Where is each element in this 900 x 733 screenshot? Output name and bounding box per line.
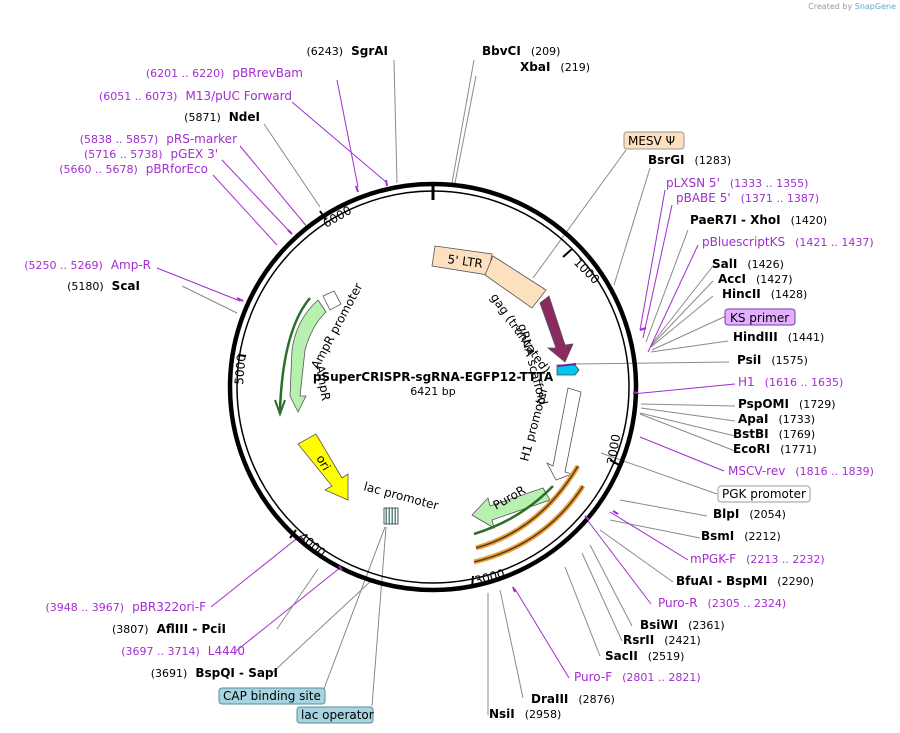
site-left-9: (3948 .. 3967)pBR322ori-F (46, 600, 207, 614)
site-right-15: BstBI(1769) (733, 427, 815, 441)
site-left-1: (6201 .. 6220)pBRrevBam (146, 66, 303, 80)
feature-5-ltr-label: 5' LTR (447, 252, 484, 271)
credit-brand: SnapGene (854, 2, 896, 11)
site-right-5: PaeR7I - XhoI(1420) (690, 213, 827, 227)
site-right-19: BsmI(2212) (701, 529, 781, 543)
site-left-5: (5716 .. 5738)pGEX 3' (84, 147, 218, 161)
tick-2000: 2000 (604, 433, 623, 466)
site-left-10: (3807)AflIII - PciI (112, 622, 226, 636)
feature-gag: gag (truncated) (484, 255, 553, 376)
site-left-12: (3691)BspQI - SapI (151, 666, 278, 680)
boxed-ks-primer: KS primer (724, 308, 796, 326)
tick-3000: 3000 (473, 566, 506, 587)
feature-ampr-promoter: AmpR promoter (308, 281, 365, 372)
primer-marks (236, 179, 647, 593)
boxed-cap-site: CAP binding site (218, 687, 326, 705)
site-right-7: SalI(1426) (712, 257, 784, 271)
boxed-ks-primer-label: KS primer (730, 311, 789, 325)
site-right-20: mPGK-F(2213 .. 2232) (690, 552, 825, 566)
site-right-22: Puro-R(2305 .. 2324) (658, 596, 786, 610)
site-right-21: BfuAI - BspMI(2290) (676, 574, 814, 588)
credit-prefix: Created by (808, 2, 853, 11)
site-right-2: BsrGI(1283) (648, 153, 731, 167)
boxed-lac-operator-label: lac operator (301, 708, 374, 722)
site-right-24: RsrII(2421) (623, 633, 701, 647)
tick-5000: 5000 (232, 354, 249, 386)
site-right-6: pBluescriptKS(1421 .. 1437) (702, 235, 874, 249)
site-right-9: HincII(1428) (722, 287, 807, 301)
site-right-26: Puro-F(2801 .. 2821) (574, 670, 701, 684)
feature-ori-label: ori (313, 453, 333, 474)
site-right-13: PspOMI(1729) (738, 397, 836, 411)
primer-lines (156, 79, 736, 679)
plasmid-name: pSuperCRISPR-sgRNA-EGFP12-TTTA (313, 370, 554, 384)
right-labels: BbvCI(209) XbaI(219) BsrGI(1283) pLXSN 5'(1… (482, 44, 874, 721)
site-left-6: (5660 .. 5678)pBRforEco (59, 162, 208, 176)
feature-ampr: AmpR (274, 297, 333, 417)
site-left-11: (3697 .. 3714)L4440 (121, 644, 245, 658)
site-left-8: (5180)ScaI (67, 279, 140, 293)
site-right-12: H1(1616 .. 1635) (738, 375, 843, 389)
site-right-18: BlpI(2054) (713, 507, 786, 521)
feature-lac-promoter: lac promoter (362, 479, 440, 525)
site-right-25: SacII(2519) (605, 649, 684, 663)
site-left-7: (5250 .. 5269)Amp-R (24, 258, 151, 272)
site-right-3: pLXSN 5'(1333 .. 1355) (666, 176, 808, 190)
snapgene-credit: Created by SnapGene (808, 2, 896, 11)
feature-ori: ori (297, 433, 349, 501)
site-right-28: NsiI(2958) (489, 707, 561, 721)
feature-ampr-promoter-label: AmpR promoter (308, 281, 365, 372)
h1-marker (556, 364, 580, 376)
site-right-11: PsiI(1575) (737, 353, 808, 367)
site-left-4: (5838 .. 5857)pRS-marker (80, 132, 237, 146)
feature-ampr-label: AmpR (313, 364, 333, 402)
boxed-mesv-label: MESV Ψ (628, 134, 675, 148)
boxed-pgk-promoter-label: PGK promoter (722, 487, 806, 501)
site-right-23: BsiWI(2361) (640, 618, 725, 632)
plasmid-size: 6421 bp (410, 385, 455, 398)
feature-5-ltr: 5' LTR (431, 245, 493, 276)
site-right-8: AccI(1427) (718, 272, 793, 286)
left-labels: (6243)SgrAI (6201 .. 6220)pBRrevBam (6051 … (24, 44, 388, 680)
site-right-16: EcoRI(1771) (733, 442, 817, 456)
site-right-14: ApaI(1733) (738, 412, 815, 426)
site-right-1: XbaI(219) (520, 60, 590, 74)
site-left-2: (6051 .. 6073)M13/pUC Forward (99, 89, 292, 103)
feature-puror: PuroR (471, 464, 586, 565)
site-right-17: MSCV-rev(1816 .. 1839) (728, 464, 874, 478)
boxed-mesv: MESV Ψ (623, 131, 685, 150)
site-left-3: (5871)NdeI (184, 110, 260, 124)
site-right-4: pBABE 5'(1371 .. 1387) (676, 191, 819, 205)
boxed-pgk-promoter: PGK promoter (717, 485, 811, 503)
site-right-27: DraIII(2876) (531, 692, 615, 706)
ks-marker (557, 363, 577, 367)
feature-h1-promoter-label: H1 promoter (517, 386, 550, 463)
site-left-0: (6243)SgrAI (307, 44, 388, 58)
feature-lac-promoter-label: lac promoter (362, 479, 440, 512)
site-right-0: BbvCI(209) (482, 44, 560, 58)
boxed-lac-operator: lac operator (296, 706, 374, 724)
leader-lines (181, 59, 736, 715)
site-right-10: HindIII(1441) (733, 330, 824, 344)
boxed-cap-site-label: CAP binding site (223, 689, 321, 703)
